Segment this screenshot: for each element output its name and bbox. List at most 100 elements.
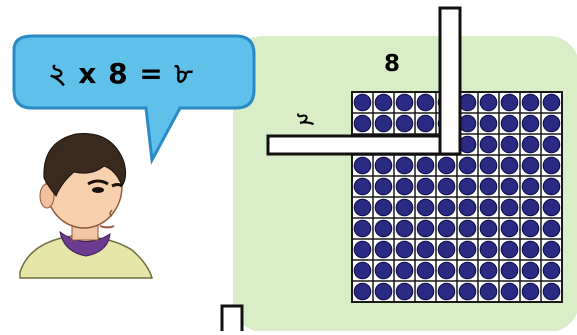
grid-dot bbox=[480, 220, 497, 237]
grid-dot bbox=[417, 199, 434, 216]
grid-dot bbox=[501, 115, 518, 132]
grid-dot bbox=[543, 199, 560, 216]
grid-dot bbox=[375, 178, 392, 195]
grid-dot bbox=[543, 115, 560, 132]
boy-illustration bbox=[20, 134, 152, 278]
grid-dot bbox=[543, 178, 560, 195]
grid-dot bbox=[438, 199, 455, 216]
grid-dot bbox=[501, 241, 518, 258]
grid-dot bbox=[459, 178, 476, 195]
grid-dot bbox=[501, 283, 518, 300]
grid-dot bbox=[354, 241, 371, 258]
grid-dot bbox=[522, 157, 539, 174]
grid-dot bbox=[522, 199, 539, 216]
grid-dot bbox=[501, 94, 518, 111]
grid-dot bbox=[543, 283, 560, 300]
grid-dot bbox=[459, 199, 476, 216]
grid-dot bbox=[396, 220, 413, 237]
grid-dot bbox=[459, 220, 476, 237]
grid-dot bbox=[438, 157, 455, 174]
grid-dot bbox=[543, 136, 560, 153]
grid-dot bbox=[354, 262, 371, 279]
grid-dot bbox=[417, 94, 434, 111]
grid-dot bbox=[375, 283, 392, 300]
grid-dot bbox=[396, 283, 413, 300]
grid-dot bbox=[522, 136, 539, 153]
grid-dot bbox=[543, 262, 560, 279]
grid-dot bbox=[459, 94, 476, 111]
grid-dot bbox=[459, 136, 476, 153]
grid-dot bbox=[480, 136, 497, 153]
grid-dot bbox=[396, 241, 413, 258]
grid-dot bbox=[354, 157, 371, 174]
grid-dot bbox=[459, 283, 476, 300]
grid-dot bbox=[459, 241, 476, 258]
grid-dot bbox=[459, 262, 476, 279]
grid-dot bbox=[354, 199, 371, 216]
grid-dot bbox=[522, 115, 539, 132]
grid-dot bbox=[438, 283, 455, 300]
grid-dot bbox=[375, 220, 392, 237]
grid-dot bbox=[501, 220, 518, 237]
grid-dot bbox=[417, 262, 434, 279]
grid-dot bbox=[543, 220, 560, 237]
grid-dot bbox=[480, 241, 497, 258]
grid-dot bbox=[354, 220, 371, 237]
grid-dot bbox=[396, 94, 413, 111]
grid-dot bbox=[354, 178, 371, 195]
grid-dot bbox=[501, 178, 518, 195]
grid-dot bbox=[543, 94, 560, 111]
frame-horizontal-arm bbox=[268, 136, 460, 154]
grid-dot bbox=[480, 94, 497, 111]
grid-dot bbox=[522, 241, 539, 258]
grid-dot bbox=[375, 199, 392, 216]
grid-dot bbox=[417, 241, 434, 258]
grid-dot bbox=[417, 157, 434, 174]
grid-dot bbox=[396, 262, 413, 279]
grid-dot bbox=[375, 262, 392, 279]
grid-dot bbox=[501, 157, 518, 174]
grid-dot bbox=[501, 262, 518, 279]
grid-dot bbox=[417, 115, 434, 132]
grid-dot bbox=[375, 115, 392, 132]
grid-dot bbox=[480, 283, 497, 300]
grid-dot bbox=[543, 241, 560, 258]
grid-dot bbox=[438, 178, 455, 195]
grid-dot bbox=[522, 262, 539, 279]
grid-dot bbox=[375, 94, 392, 111]
frame-vertical-arm bbox=[440, 8, 460, 154]
top-label: 8 bbox=[380, 51, 404, 77]
grid-dot bbox=[480, 178, 497, 195]
grid-dot bbox=[480, 262, 497, 279]
grid-dot bbox=[438, 241, 455, 258]
grid-dot bbox=[375, 241, 392, 258]
grid-dot bbox=[396, 115, 413, 132]
grid-dot bbox=[501, 136, 518, 153]
grid-dot bbox=[480, 115, 497, 132]
grid-dot bbox=[354, 115, 371, 132]
equation-text: ২ x 8 = ৮ bbox=[30, 52, 212, 99]
grid-dot bbox=[522, 283, 539, 300]
grid-dot bbox=[480, 199, 497, 216]
grid-dot bbox=[417, 220, 434, 237]
grid-dot bbox=[417, 178, 434, 195]
grid-dot bbox=[522, 178, 539, 195]
grid-dot bbox=[438, 262, 455, 279]
grid-dot bbox=[501, 199, 518, 216]
grid-dot bbox=[480, 157, 497, 174]
grid-dot bbox=[396, 157, 413, 174]
grid-dot bbox=[522, 94, 539, 111]
grid-dot bbox=[417, 283, 434, 300]
grid-dot bbox=[543, 157, 560, 174]
grid-dot bbox=[354, 94, 371, 111]
grid-dot bbox=[459, 115, 476, 132]
grid-dot bbox=[354, 283, 371, 300]
grid-dot bbox=[375, 157, 392, 174]
grid-dot bbox=[522, 220, 539, 237]
grid-dot bbox=[438, 220, 455, 237]
grid-dot bbox=[396, 178, 413, 195]
grid-dot bbox=[396, 199, 413, 216]
frame-bottom-partial bbox=[222, 306, 242, 331]
grid-dot bbox=[459, 157, 476, 174]
